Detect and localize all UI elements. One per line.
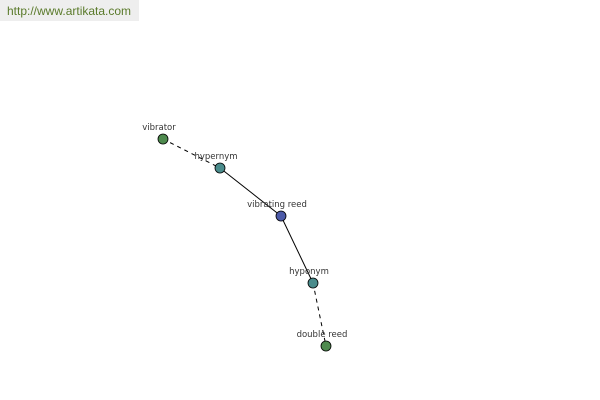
edge-hypernym-vibrating-reed xyxy=(219,167,282,217)
watermark-link[interactable]: http://www.artikata.com xyxy=(0,0,139,21)
graph-edges xyxy=(162,138,327,347)
watermark-url[interactable]: http://www.artikata.com xyxy=(7,4,132,18)
node-label-vibrating-reed: vibrating reed xyxy=(247,200,307,210)
node-circle-double-reed[interactable] xyxy=(320,340,332,352)
node-circle-hyponym[interactable] xyxy=(307,277,319,289)
edge-vibrator-hypernym xyxy=(162,138,221,169)
edge-hyponym-double-reed xyxy=(312,282,327,347)
node-circle-vibrator[interactable] xyxy=(157,133,169,145)
node-label-hyponym: hyponym xyxy=(289,267,329,277)
node-vibrator[interactable]: vibrator xyxy=(142,123,176,145)
node-label-double-reed: double reed xyxy=(297,330,348,340)
node-hypernym[interactable]: hypernym xyxy=(194,152,238,174)
node-label-hypernym: hypernym xyxy=(194,152,237,162)
edge-vibrating-reed-hyponym xyxy=(280,215,314,284)
node-double-reed[interactable]: double reed xyxy=(297,330,348,352)
node-circle-hypernym[interactable] xyxy=(214,162,226,174)
node-label-vibrator: vibrator xyxy=(142,123,176,133)
graph-nodes: vibrator hypernym vibrating reed hyponym dou… xyxy=(142,123,348,352)
node-circle-vibrating-reed[interactable] xyxy=(275,210,287,222)
node-hyponym[interactable]: hyponym xyxy=(289,267,329,289)
node-vibrating-reed[interactable]: vibrating reed xyxy=(247,200,307,222)
